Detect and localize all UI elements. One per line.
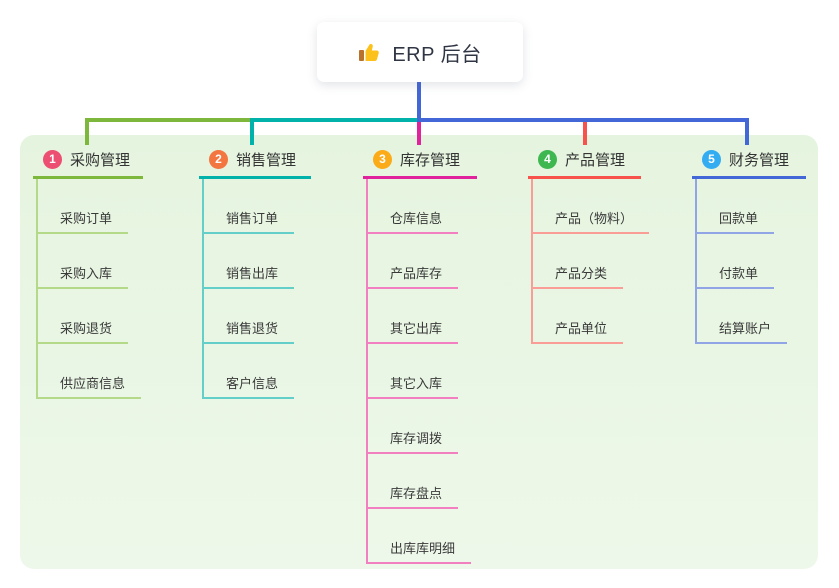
branch-header-3[interactable]: 3 库存管理 [363, 148, 477, 179]
child-label: 产品库存 [390, 266, 443, 281]
branch-5: 5 财务管理回款单付款单结算账户 [692, 148, 806, 344]
child-item[interactable]: 库存调拨 [368, 399, 459, 454]
child-item[interactable]: 其它入库 [368, 344, 459, 399]
branch-header-2[interactable]: 2 销售管理 [199, 148, 311, 179]
branch-number-badge: 4 [538, 149, 557, 169]
child-item[interactable]: 付款单 [697, 234, 775, 289]
child-item[interactable]: 销售订单 [204, 179, 295, 234]
child-label: 产品分类 [555, 266, 608, 281]
connector-bus-right [417, 118, 749, 122]
branch-number-badge: 1 [43, 149, 62, 169]
child-item[interactable]: 采购退货 [38, 289, 129, 344]
branch-children-4: 产品（物料） 产品分类产品单位 [531, 179, 650, 344]
branch-3: 3 库存管理仓库信息产品库存其它出库其它入库库存调拨库存盘点出库库明细 [363, 148, 477, 564]
child-label: 回款单 [719, 211, 759, 226]
branch-header-1[interactable]: 1 采购管理 [33, 148, 143, 179]
child-label: 库存调拨 [390, 431, 443, 446]
branch-label: 采购管理 [70, 151, 131, 169]
connector-drop-branch-4 [583, 118, 587, 145]
child-item[interactable]: 销售出库 [204, 234, 295, 289]
child-item[interactable]: 结算账户 [697, 289, 788, 344]
branch-4: 4 产品管理产品（物料） 产品分类产品单位 [528, 148, 650, 344]
child-item[interactable]: 产品库存 [368, 234, 459, 289]
child-item[interactable]: 回款单 [697, 179, 775, 234]
branch-number-badge: 2 [209, 149, 228, 169]
root-node[interactable]: ERP 后台 [317, 22, 523, 82]
child-item[interactable]: 产品单位 [533, 289, 624, 344]
thumbs-up-icon [358, 40, 382, 64]
branch-children-3: 仓库信息产品库存其它出库其它入库库存调拨库存盘点出库库明细 [366, 179, 477, 564]
branch-label: 财务管理 [729, 151, 790, 169]
branches-panel [20, 135, 818, 569]
child-label: 销售订单 [226, 211, 279, 226]
connector-root-vertical [417, 82, 421, 122]
child-label: 付款单 [719, 266, 759, 281]
branch-header-5[interactable]: 5 财务管理 [692, 148, 806, 179]
branch-header-4[interactable]: 4 产品管理 [528, 148, 641, 179]
child-item[interactable]: 采购订单 [38, 179, 129, 234]
root-title: ERP 后台 [392, 43, 482, 66]
child-label: 产品（物料） [555, 211, 634, 226]
branch-label: 产品管理 [565, 151, 626, 169]
connector-bus-left [85, 118, 254, 122]
branch-label: 库存管理 [400, 151, 461, 169]
child-label: 库存盘点 [390, 486, 443, 501]
child-item[interactable]: 产品（物料） [533, 179, 650, 234]
child-label: 其它入库 [390, 376, 443, 391]
child-label: 销售出库 [226, 266, 279, 281]
child-label: 仓库信息 [390, 211, 443, 226]
child-label: 出库库明细 [390, 541, 456, 556]
branch-label: 销售管理 [236, 151, 297, 169]
child-label: 结算账户 [719, 321, 772, 336]
branch-1: 1 采购管理采购订单采购入库采购退货供应商信息 [33, 148, 143, 399]
child-label: 采购入库 [60, 266, 113, 281]
connector-drop-branch-3 [417, 118, 421, 145]
child-item[interactable]: 采购入库 [38, 234, 129, 289]
branch-children-5: 回款单付款单结算账户 [695, 179, 806, 344]
child-item[interactable]: 产品分类 [533, 234, 624, 289]
child-item[interactable]: 供应商信息 [38, 344, 142, 399]
branch-children-2: 销售订单销售出库销售退货客户信息 [202, 179, 311, 399]
child-item[interactable]: 销售退货 [204, 289, 295, 344]
connector-bus-middle [250, 118, 419, 122]
branch-2: 2 销售管理销售订单销售出库销售退货客户信息 [199, 148, 311, 399]
branch-children-1: 采购订单采购入库采购退货供应商信息 [36, 179, 143, 399]
connector-drop-branch-2 [250, 118, 254, 145]
child-item[interactable]: 客户信息 [204, 344, 295, 399]
child-item[interactable]: 库存盘点 [368, 454, 459, 509]
branch-number-badge: 5 [702, 149, 721, 169]
connector-drop-branch-5 [745, 118, 749, 145]
child-item[interactable]: 其它出库 [368, 289, 459, 344]
child-label: 采购退货 [60, 321, 113, 336]
child-label: 客户信息 [226, 376, 279, 391]
child-label: 销售退货 [226, 321, 279, 336]
branch-number-badge: 3 [373, 149, 392, 169]
child-item[interactable]: 仓库信息 [368, 179, 459, 234]
connector-drop-branch-1 [85, 118, 89, 145]
child-label: 供应商信息 [60, 376, 126, 391]
child-item[interactable]: 出库库明细 [368, 509, 472, 564]
child-label: 其它出库 [390, 321, 443, 336]
child-label: 产品单位 [555, 321, 608, 336]
child-label: 采购订单 [60, 211, 113, 226]
